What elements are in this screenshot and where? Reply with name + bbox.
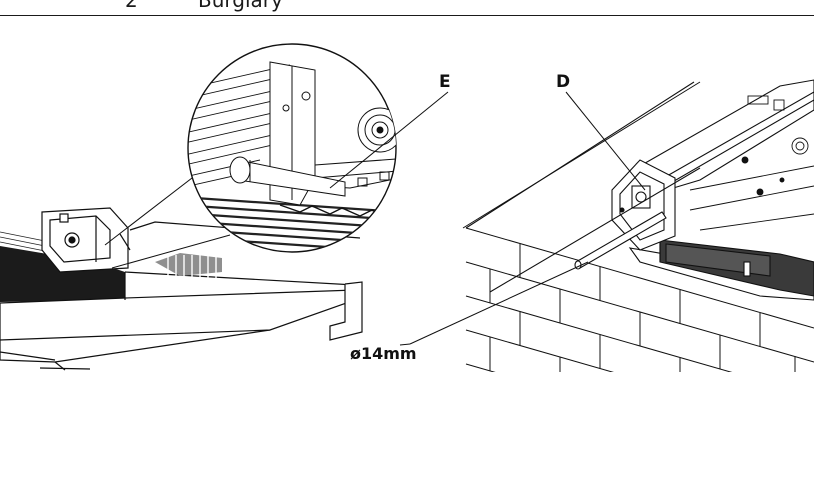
section-title: Burglary [198,0,283,12]
section-number: 2 [125,0,138,12]
leader-line-d [565,91,646,191]
shutter-box-illustration [0,167,363,371]
page-header: 2 Burglary [0,0,814,16]
header-rule [0,15,814,16]
zoom-detail-circle [187,43,449,253]
diameter-label: ø14mm [350,344,417,363]
callout-label-e: E [439,72,451,92]
leader-line-diameter-tail [399,343,411,346]
callout-label-d: D [556,72,571,92]
wall-edge-line [462,81,701,229]
insert-direction-arrow [155,253,222,279]
brick-wall-illustration [465,79,814,372]
leader-line-diameter [409,261,589,345]
